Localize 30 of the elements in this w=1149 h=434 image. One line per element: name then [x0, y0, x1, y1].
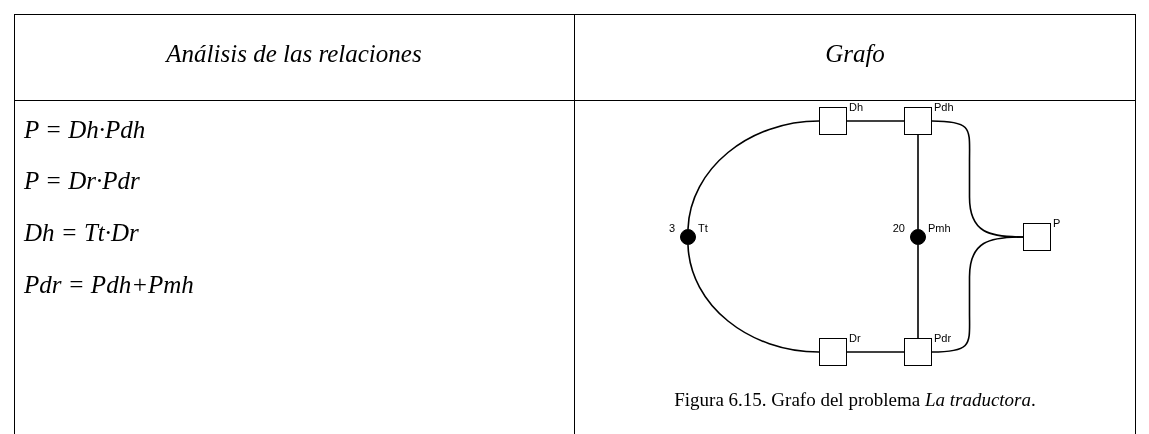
connector-line [687, 244, 820, 353]
node-value: 20 [892, 222, 905, 234]
equation: Dh = Tt·Dr [24, 219, 139, 247]
column-header: Análisis de las relaciones [166, 40, 422, 68]
equation: P = Dr·Pdr [24, 167, 140, 195]
node-label: Dh [849, 101, 864, 113]
node-square [1023, 223, 1051, 251]
column-header: Grafo [825, 40, 885, 68]
figure-caption: Figura 6.15. Grafo del problema La traductora. [674, 389, 1036, 411]
node-label: Pdh [934, 101, 954, 113]
node-label: Tt [698, 222, 708, 234]
node-square [819, 338, 847, 366]
node-label: P [1053, 217, 1061, 229]
connector-line [917, 134, 919, 230]
connector-line [687, 120, 820, 230]
connector-line [917, 244, 919, 339]
connector-line [846, 351, 905, 353]
connector-line [846, 120, 905, 122]
node-value: 3 [668, 222, 675, 234]
node-label: Pmh [928, 222, 951, 234]
node-label: Pdr [934, 332, 952, 344]
node-label: Dr [849, 332, 861, 344]
connector-line [931, 236, 1024, 353]
node-square [904, 107, 932, 135]
junction-dot [680, 229, 696, 245]
equation: Pdr = Pdh+Pmh [24, 271, 194, 299]
equation: P = Dh·Pdh [24, 116, 146, 144]
node-square [904, 338, 932, 366]
node-square [819, 107, 847, 135]
junction-dot [910, 229, 926, 245]
